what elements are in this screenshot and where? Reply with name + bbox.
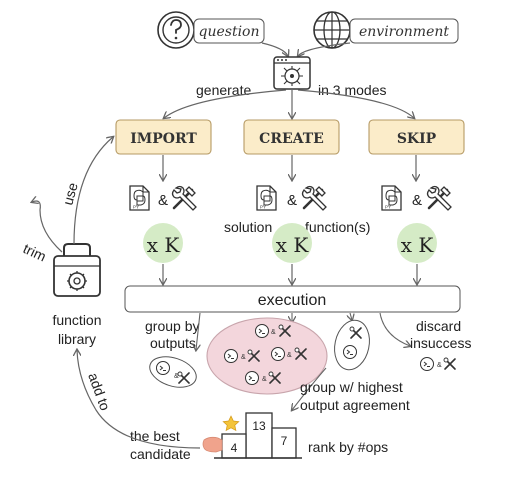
environment-input: environment: [313, 11, 459, 49]
rank-label: rank by #ops: [308, 439, 388, 455]
group-arrow-left: [196, 312, 200, 350]
sample-k-skip: x K: [397, 223, 437, 263]
discarded-candidate: &: [420, 357, 456, 371]
svg-text:&: &: [437, 362, 442, 369]
best-label: the best: [130, 428, 180, 444]
group-by-label: group by: [145, 318, 199, 334]
output-agreement-label: output agreement: [300, 397, 410, 413]
candidate-label: candidate: [130, 446, 191, 462]
toolbox-icon: [53, 243, 101, 297]
sample-k-import: x K: [143, 223, 183, 263]
skip-label: SKIP: [397, 131, 437, 147]
output-cluster-right: [334, 319, 370, 371]
discard-label: discard: [416, 318, 461, 334]
arrow-to-skip: [297, 89, 414, 118]
library-label-line1: function: [52, 312, 101, 328]
execution-label: execution: [258, 292, 327, 309]
podium-third: 7: [281, 434, 288, 448]
output-cluster-small: &: [149, 356, 197, 388]
add-to-arrow: [77, 350, 201, 449]
modes-label: in 3 modes: [318, 82, 386, 98]
mode-import: IMPORT: [115, 119, 212, 155]
library-label-line2: library: [58, 331, 96, 347]
svg-text:&: &: [271, 329, 276, 336]
svg-text:&: &: [262, 376, 267, 383]
tools-icon: [171, 185, 198, 212]
insuccess-label: insuccess: [410, 335, 471, 351]
tools-icon: [301, 185, 328, 212]
x-k-label: x K: [276, 233, 310, 257]
arrow-to-import: [164, 89, 287, 118]
question-label: question: [199, 24, 260, 40]
create-label: CREATE: [259, 131, 324, 147]
ampersand: &: [287, 192, 297, 209]
ampersand: &: [158, 192, 168, 209]
globe-icon: [313, 11, 351, 49]
sample-k-create: x K: [272, 223, 312, 263]
skip-artifacts: &: [381, 185, 453, 212]
execution-bar: execution: [124, 285, 461, 313]
ranking-podium: 13 4 7: [202, 412, 302, 459]
x-k-label: x K: [401, 233, 435, 257]
output-cluster-majority: & & & &: [206, 317, 328, 395]
trim-label: trim: [21, 240, 49, 264]
svg-text:&: &: [174, 373, 179, 380]
question-input: question: [157, 11, 265, 49]
group-arrow-right: [350, 312, 352, 320]
create-artifacts: &: [256, 185, 328, 212]
generate-label: generate: [196, 82, 251, 98]
python-file-icon: [381, 185, 402, 211]
add-to-label: add to: [85, 371, 113, 413]
x-k-label: x K: [147, 233, 181, 257]
python-file-icon: [256, 185, 277, 211]
mode-create: CREATE: [243, 119, 340, 155]
ampersand: &: [412, 192, 422, 209]
use-arrow: [73, 137, 113, 245]
podium-first: 13: [252, 419, 266, 433]
pointing-hand-icon: [202, 436, 223, 453]
import-label: IMPORT: [130, 131, 197, 147]
svg-text:&: &: [287, 352, 292, 359]
python-file-icon: [129, 185, 150, 211]
question-arrow: [261, 42, 288, 56]
trim-arrow: [32, 201, 63, 253]
solution-label: solution: [224, 219, 272, 235]
svg-text:&: &: [241, 354, 246, 361]
use-label: use: [59, 181, 80, 207]
import-artifacts: &: [129, 185, 198, 212]
neural-network-icon: [273, 56, 311, 90]
star-icon: [222, 415, 240, 432]
discard-arrow: [379, 312, 410, 346]
highest-group-label: group w/ highest: [300, 379, 403, 395]
podium-second: 4: [231, 441, 238, 455]
environment-arrow: [298, 42, 351, 56]
mode-skip: SKIP: [368, 119, 465, 155]
select-group-arrow: [292, 367, 327, 410]
environment-label: environment: [359, 24, 449, 40]
functions-label: function(s): [305, 219, 370, 235]
question-mark-icon: [157, 11, 195, 49]
tools-icon: [426, 185, 453, 212]
outputs-label: outputs: [150, 335, 196, 351]
